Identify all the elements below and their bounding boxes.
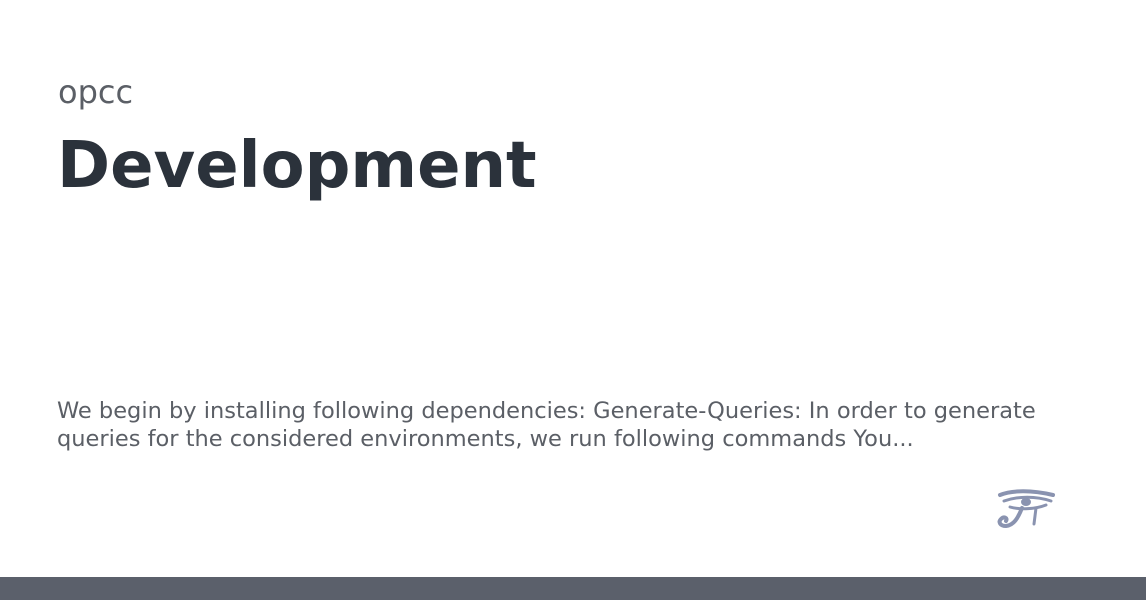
eye-of-horus-icon: [997, 489, 1055, 528]
footer-bar: [0, 577, 1146, 600]
site-name: opcc: [58, 73, 134, 111]
page-description: We begin by installing following depende…: [57, 398, 1036, 452]
page-title: Development: [57, 129, 537, 203]
